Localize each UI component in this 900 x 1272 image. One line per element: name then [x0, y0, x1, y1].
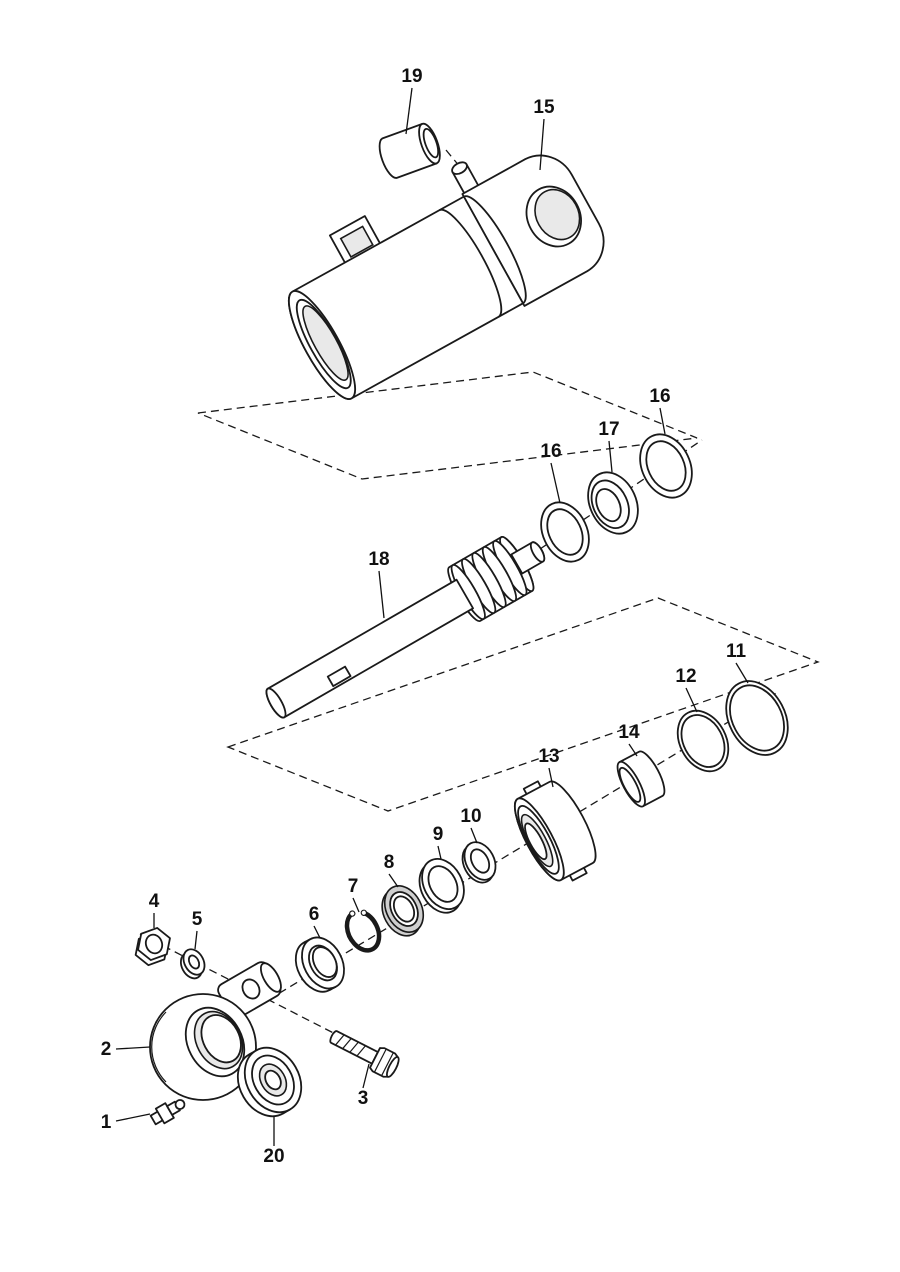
part-19-pin-bushing [378, 122, 441, 179]
part-1-grease-fitting [149, 1099, 186, 1126]
svg-text:19: 19 [401, 66, 422, 87]
svg-text:5: 5 [192, 909, 203, 930]
part-6-bearing-ring [294, 936, 345, 993]
callout-20: 20 [263, 1116, 285, 1167]
part-2-rod-end-eye [149, 961, 282, 1101]
callout-9: 9 [433, 824, 444, 860]
svg-text:3: 3 [358, 1088, 369, 1109]
svg-text:6: 6 [309, 904, 320, 925]
callout-11: 11 [726, 641, 749, 684]
svg-text:4: 4 [149, 891, 160, 912]
part-8-seal [381, 885, 425, 937]
part-10-washer [461, 841, 497, 884]
svg-text:1: 1 [101, 1112, 112, 1133]
callout-18: 18 [368, 549, 390, 619]
part-14-bushing [616, 750, 666, 808]
callout-15: 15 [533, 97, 555, 171]
svg-text:18: 18 [368, 549, 389, 570]
svg-text:14: 14 [618, 722, 640, 743]
callout-16-left: 16 [540, 441, 562, 504]
svg-text:7: 7 [348, 876, 359, 897]
callout-1: 1 [101, 1112, 151, 1133]
assembly-plane-upper [197, 371, 698, 480]
callout-19: 19 [401, 66, 423, 135]
callout-8: 8 [384, 852, 399, 888]
part-7-snap-ring [344, 909, 382, 953]
callouts: 19 15 16 17 16 18 11 12 [101, 66, 749, 1167]
part-15-cylinder-barrel [287, 154, 605, 400]
callout-16-right: 16 [649, 386, 671, 435]
part-16-oring-left [540, 501, 590, 563]
part-17-seal-ring [587, 471, 639, 535]
svg-text:16: 16 [540, 441, 561, 462]
part-20-boot-seal [236, 1046, 303, 1118]
svg-text:13: 13 [538, 746, 559, 767]
callout-12: 12 [675, 666, 698, 713]
part-4-hex-nut [134, 927, 171, 967]
svg-text:16: 16 [649, 386, 670, 407]
callout-5: 5 [192, 909, 203, 950]
part-12-oring [676, 709, 730, 773]
part-3-hex-bolt [329, 1030, 400, 1078]
callout-10: 10 [460, 806, 482, 844]
svg-text:15: 15 [533, 97, 555, 118]
callout-13: 13 [538, 746, 560, 788]
part-5-washer [179, 948, 206, 980]
part-16-oring-right [639, 433, 693, 499]
svg-text:8: 8 [384, 852, 395, 873]
svg-text:20: 20 [263, 1146, 284, 1167]
svg-text:11: 11 [726, 641, 747, 662]
svg-text:2: 2 [101, 1039, 112, 1060]
callout-2: 2 [101, 1039, 151, 1060]
svg-text:17: 17 [598, 419, 619, 440]
part-11-oring-large [725, 680, 789, 756]
svg-text:12: 12 [675, 666, 696, 687]
part-18-piston-rod [265, 536, 546, 719]
callout-3: 3 [358, 1063, 370, 1109]
part-13-gland-head [513, 780, 597, 882]
callout-14: 14 [618, 722, 640, 757]
callout-7: 7 [348, 876, 360, 913]
svg-text:10: 10 [460, 806, 481, 827]
callout-6: 6 [309, 904, 321, 939]
assembly-plane-lower [226, 597, 820, 812]
callout-4: 4 [149, 891, 160, 928]
callout-17: 17 [598, 419, 620, 473]
svg-text:9: 9 [433, 824, 444, 845]
part-9-washer [418, 858, 465, 914]
